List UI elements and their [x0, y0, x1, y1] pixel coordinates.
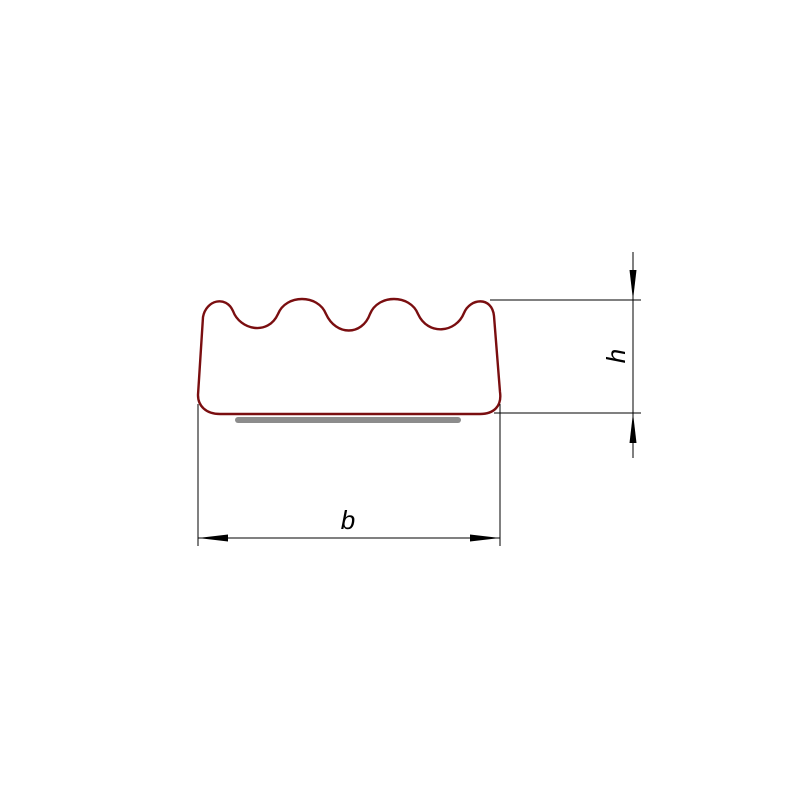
seal-profile-outline: [196, 297, 502, 416]
height-label: h: [601, 349, 631, 363]
width-label: b: [341, 505, 355, 535]
